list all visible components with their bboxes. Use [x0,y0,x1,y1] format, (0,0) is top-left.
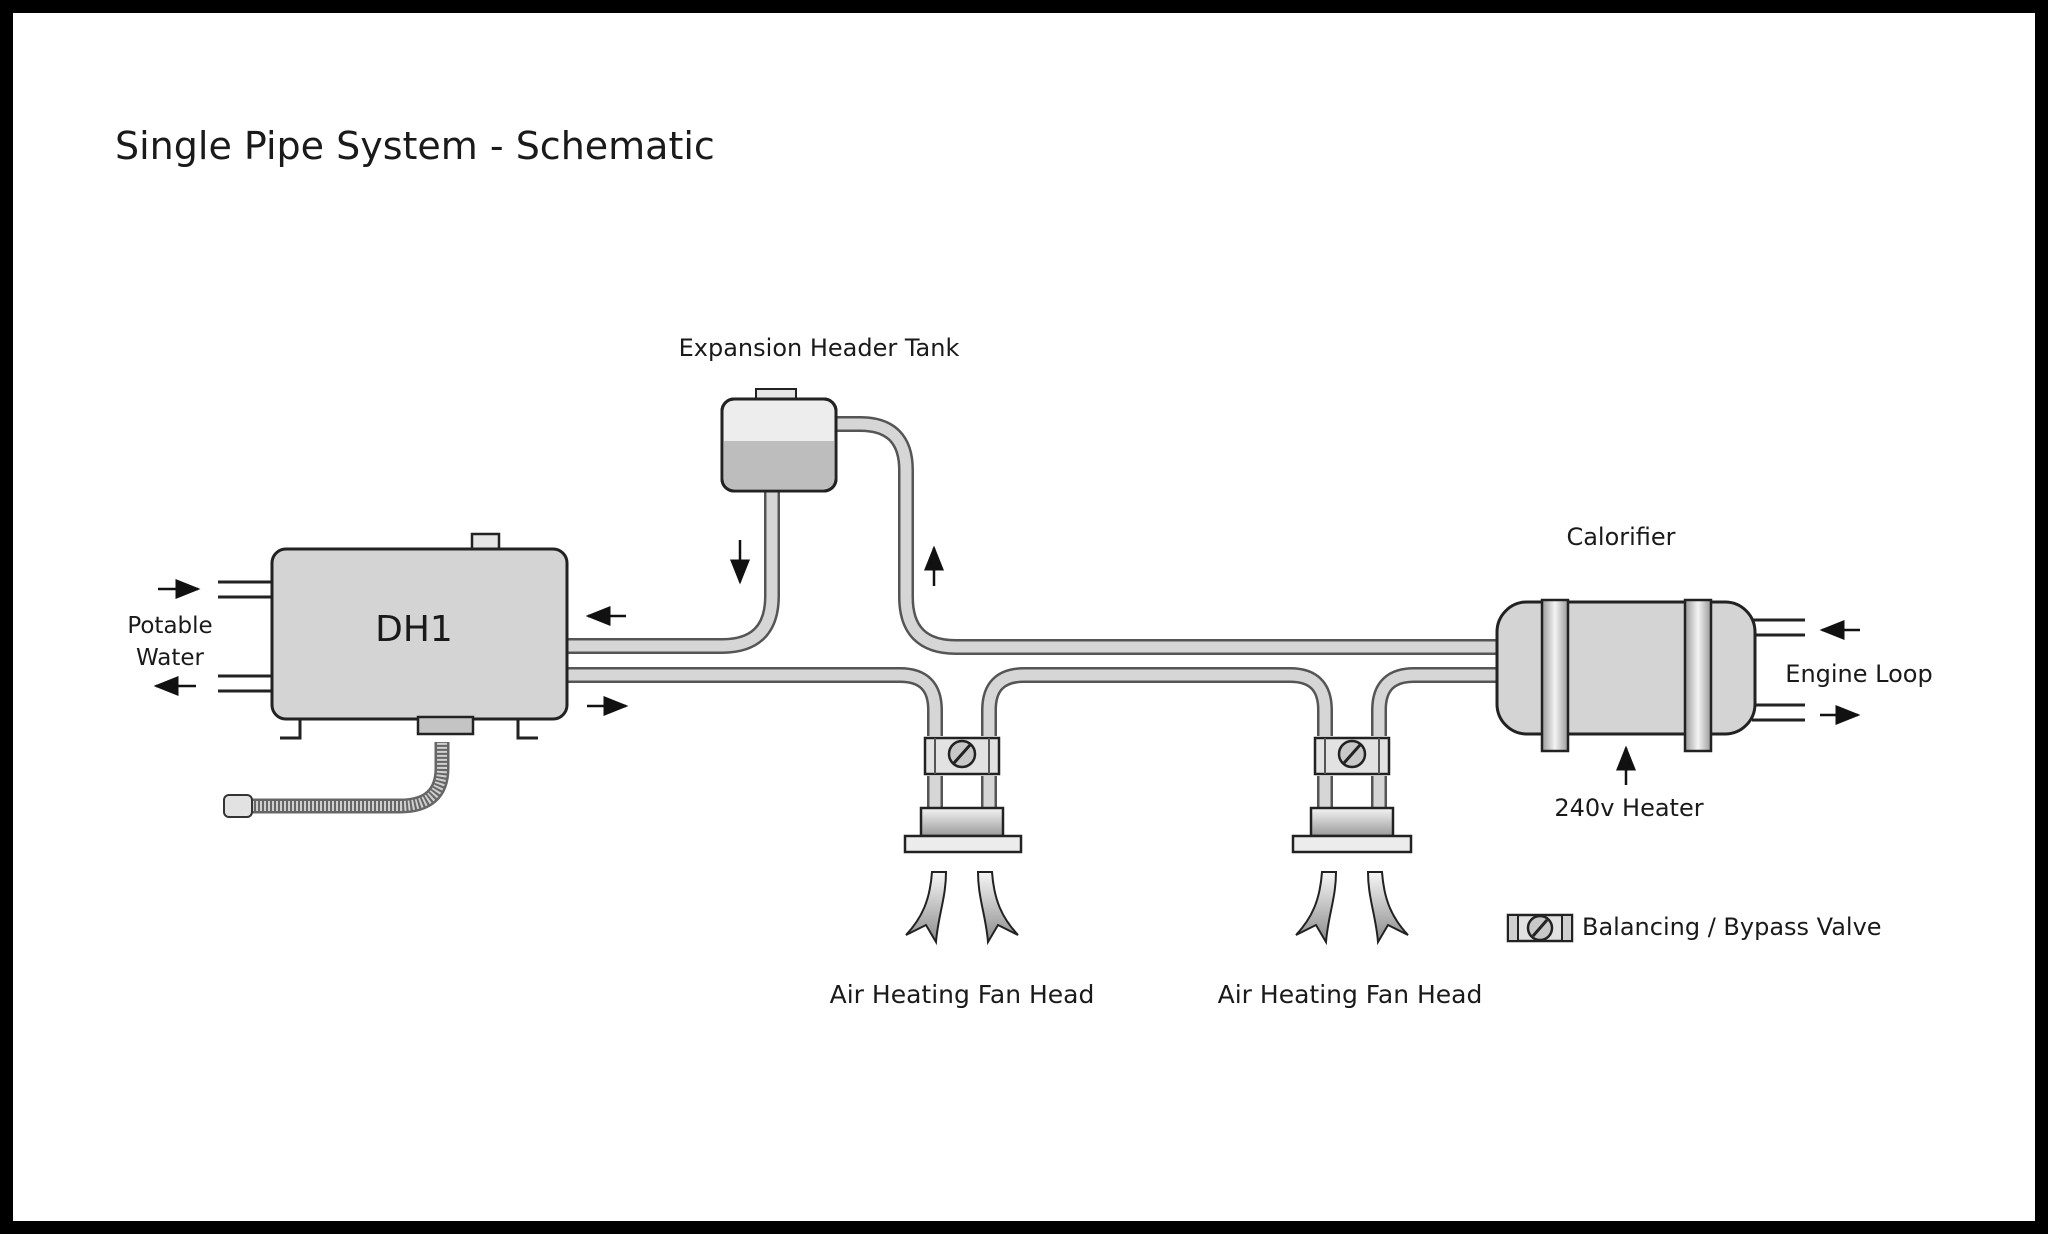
warm-air-arrow-icon [1295,871,1338,946]
page-title: Single Pipe System - Schematic [115,124,715,168]
fan-head-2-label: Air Heating Fan Head [1218,980,1483,1009]
calorifier-label: Calorifier [1566,523,1675,551]
warm-air-arrow-icon [905,871,948,946]
dh1-label: DH1 [375,609,453,650]
engine-loop-label: Engine Loop [1785,660,1932,688]
warm-air-arrow-icon [1366,871,1409,946]
pipe-network [567,416,1497,808]
potable-label-line2: Water [136,645,205,671]
dh1-boiler: DH1 [218,532,569,740]
expansion-tank-label: Expansion Header Tank [679,334,960,362]
potable-label-line1: Potable [127,613,212,639]
fan-head-1 [903,736,1023,946]
legend-valve-label: Balancing / Bypass Valve [1582,913,1882,941]
heater-240v-label: 240v Heater [1554,794,1703,822]
exhaust-hose [223,742,450,818]
legend-valve-icon [1506,913,1574,943]
fan-head-2 [1291,736,1413,946]
calorifier [1495,598,1805,753]
warm-air-arrow-icon [976,871,1019,946]
fan-head-1-label: Air Heating Fan Head [830,980,1095,1009]
expansion-header-tank [720,388,838,493]
